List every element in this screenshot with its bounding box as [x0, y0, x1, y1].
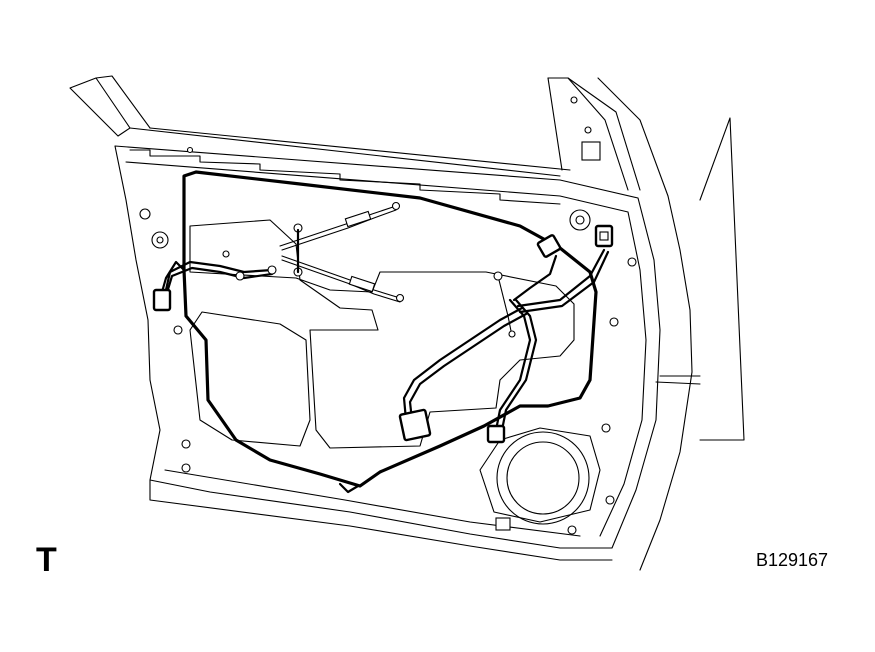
figure-code: B129167 — [756, 550, 829, 570]
connectors — [152, 224, 614, 444]
connector-center-icon — [398, 408, 432, 442]
door-frame — [69, 75, 745, 571]
connector-lower-icon — [486, 424, 506, 444]
wire-harness — [160, 170, 610, 494]
mounting-holes — [139, 96, 637, 535]
connector-upper-icon — [536, 234, 562, 258]
connector-left-icon — [152, 288, 172, 312]
view-indicator-letter: T — [36, 541, 57, 579]
service-openings — [189, 219, 601, 525]
lock-rods — [279, 201, 405, 303]
